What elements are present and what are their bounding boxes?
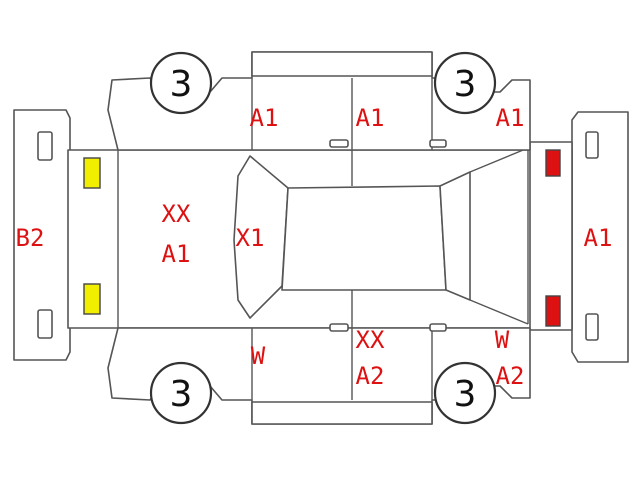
code-windshield: X1 bbox=[236, 224, 265, 252]
code-hood-line2: A1 bbox=[162, 240, 191, 268]
code-left-front-fender: A1 bbox=[250, 104, 279, 132]
code-left-front-door: A1 bbox=[356, 104, 385, 132]
code-rear-bumper: A1 bbox=[584, 224, 613, 252]
right-side-panels bbox=[107, 290, 531, 425]
tire-rear-right-grade: 3 bbox=[454, 374, 477, 415]
tire-front-right: 3 bbox=[149, 361, 213, 425]
tire-front-left: 3 bbox=[149, 51, 213, 115]
left-side-panels bbox=[107, 51, 531, 186]
rear-bumper bbox=[571, 111, 629, 363]
tire-rear-right: 3 bbox=[433, 361, 497, 425]
rear-light-right bbox=[545, 295, 561, 327]
front-light-left bbox=[83, 157, 101, 189]
rear-light-left bbox=[545, 149, 561, 177]
tire-front-right-grade: 3 bbox=[170, 374, 193, 415]
code-left-rear-quarter: A1 bbox=[496, 104, 525, 132]
front-bumper bbox=[13, 109, 71, 361]
tire-front-left-grade: 3 bbox=[170, 64, 193, 105]
car-body bbox=[67, 141, 573, 331]
code-right-rear-line1: W bbox=[495, 326, 510, 354]
front-light-right bbox=[83, 283, 101, 315]
code-front-bumper: B2 bbox=[16, 224, 45, 252]
code-right-door-line1: XX bbox=[356, 326, 385, 354]
code-hood-line1: XX bbox=[162, 200, 191, 228]
tire-rear-left-grade: 3 bbox=[454, 64, 477, 105]
code-right-rear-line2: A2 bbox=[496, 362, 525, 390]
tire-rear-left: 3 bbox=[433, 51, 497, 115]
code-right-door-line2: A2 bbox=[356, 362, 385, 390]
code-right-front-pillar: W bbox=[251, 342, 266, 370]
